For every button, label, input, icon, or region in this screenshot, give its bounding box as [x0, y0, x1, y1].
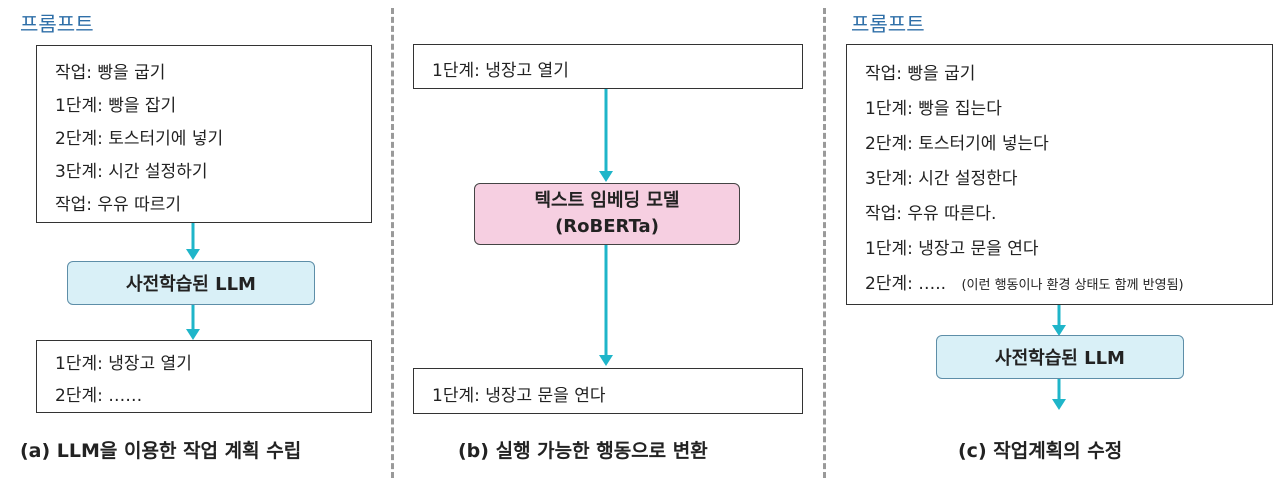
divider-right	[823, 8, 826, 478]
prompt-box-c: 작업: 빵을 굽기 1단계: 빵을 집는다 2단계: 토스터기에 넣는다 3단계…	[846, 44, 1273, 305]
prompt-label-c: 프롬프트	[851, 12, 925, 36]
prompt-line: 1단계: 빵을 집는다	[865, 99, 1002, 119]
llm-box-c: 사전학습된 LLM	[936, 335, 1184, 379]
prompt-line: 3단계: 시간 설정한다	[865, 169, 1018, 189]
output-line: 1단계: 냉장고 문을 연다	[432, 386, 606, 406]
input-box-b: 1단계: 냉장고 열기	[413, 44, 803, 89]
embedding-model-box: 텍스트 임베딩 모델 (RoBERTa)	[474, 183, 740, 245]
divider-left	[391, 8, 394, 478]
input-line: 1단계: 냉장고 열기	[432, 61, 569, 81]
caption-c: (c) 작업계획의 수정	[958, 440, 1123, 462]
embedding-model-sub: (RoBERTa)	[555, 216, 659, 237]
prompt-label-a: 프롬프트	[20, 12, 94, 36]
output-line: 2단계: ……	[55, 386, 143, 406]
arrow-c2	[1052, 379, 1066, 410]
prompt-line: 1단계: 빵을 잡기	[55, 96, 177, 116]
prompt-line: 작업: 우유 따른다.	[865, 204, 997, 224]
prompt-line-last: 2단계: ….. (이런 행동이나 환경 상태도 함께 반영됨)	[865, 269, 1184, 294]
prompt-line: 2단계: 토스터기에 넣는다	[865, 134, 1049, 154]
prompt-line: 작업: 빵을 굽기	[865, 64, 976, 84]
arrow-b2	[599, 245, 613, 366]
output-line: 1단계: 냉장고 열기	[55, 354, 192, 374]
arrow-b1	[599, 89, 613, 182]
arrow-a1	[186, 223, 200, 260]
arrow-a2	[186, 305, 200, 340]
prompt-line: 2단계: 토스터기에 넣기	[55, 129, 224, 149]
output-box-a: 1단계: 냉장고 열기 2단계: ……	[36, 340, 372, 413]
caption-b: (b) 실행 가능한 행동으로 변환	[458, 440, 708, 462]
arrow-c1	[1052, 305, 1066, 336]
prompt-line: 작업: 우유 따르기	[55, 195, 182, 215]
last-line-prefix: 2단계: …..	[865, 274, 947, 294]
caption-a: (a) LLM을 이용한 작업 계획 수립	[20, 440, 302, 462]
output-box-b: 1단계: 냉장고 문을 연다	[413, 368, 803, 414]
prompt-box-a: 작업: 빵을 굽기 1단계: 빵을 잡기 2단계: 토스터기에 넣기 3단계: …	[36, 45, 372, 223]
embedding-model-name: 텍스트 임베딩 모델	[534, 190, 680, 211]
llm-box-a: 사전학습된 LLM	[67, 261, 315, 305]
prompt-line: 1단계: 냉장고 문을 연다	[865, 239, 1039, 259]
prompt-line: 3단계: 시간 설정하기	[55, 162, 208, 182]
last-line-note: (이런 행동이나 환경 상태도 함께 반영됨)	[961, 278, 1184, 293]
prompt-line: 작업: 빵을 굽기	[55, 63, 166, 83]
